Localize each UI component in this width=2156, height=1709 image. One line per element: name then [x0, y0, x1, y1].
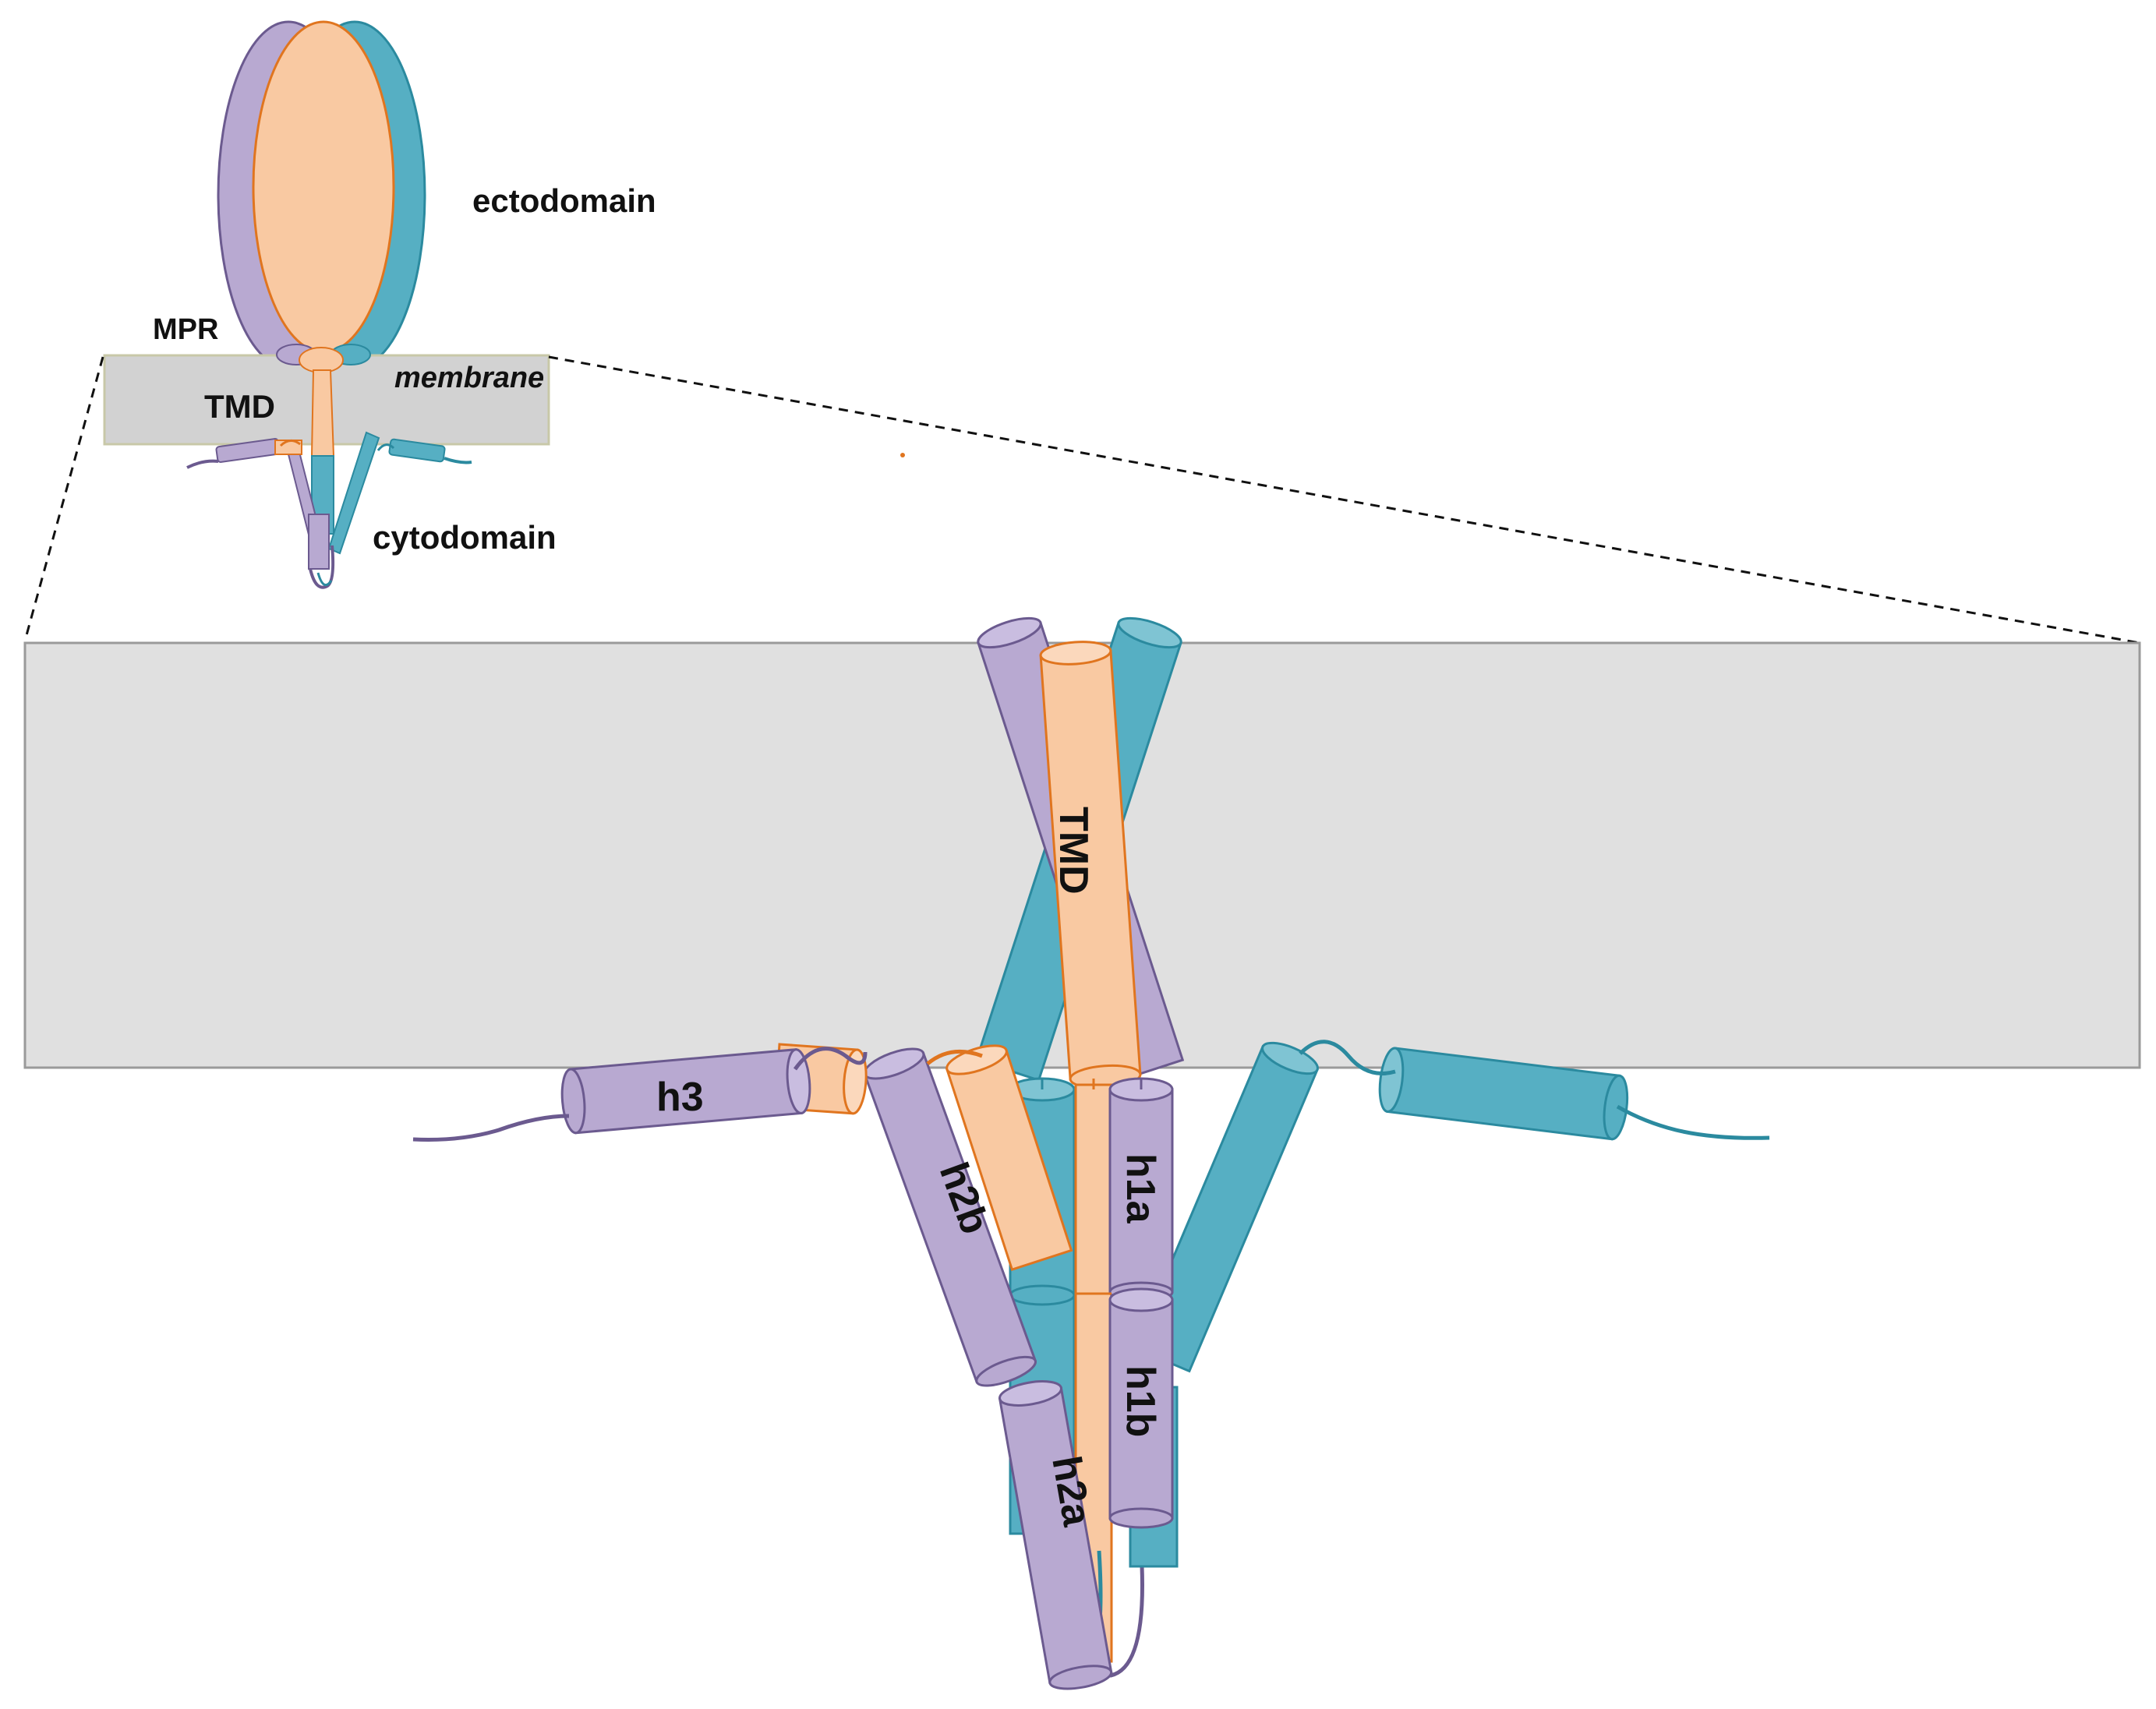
h1b-label: h1b — [1118, 1365, 1163, 1437]
ectodomain-label: ectodomain — [472, 182, 656, 219]
membrane-label: membrane — [394, 362, 544, 394]
cytodomain-detail: TMD h1a h1b — [412, 616, 1770, 1690]
tmd-large-label: TMD — [1051, 807, 1096, 895]
ecto-orange-lobe — [252, 20, 395, 354]
cytodomain-label: cytodomain — [373, 519, 557, 556]
zoom-line-right — [548, 355, 2140, 644]
tmd-small-label: TMD — [204, 388, 275, 425]
overview-panel: ectodomain MPR TMD membrane cytodomain — [103, 20, 656, 589]
h3-label: h3 — [656, 1075, 704, 1120]
h1a-label: h1a — [1118, 1153, 1163, 1224]
mpr-label: MPR — [153, 313, 218, 346]
zoom-line-left — [25, 356, 104, 636]
